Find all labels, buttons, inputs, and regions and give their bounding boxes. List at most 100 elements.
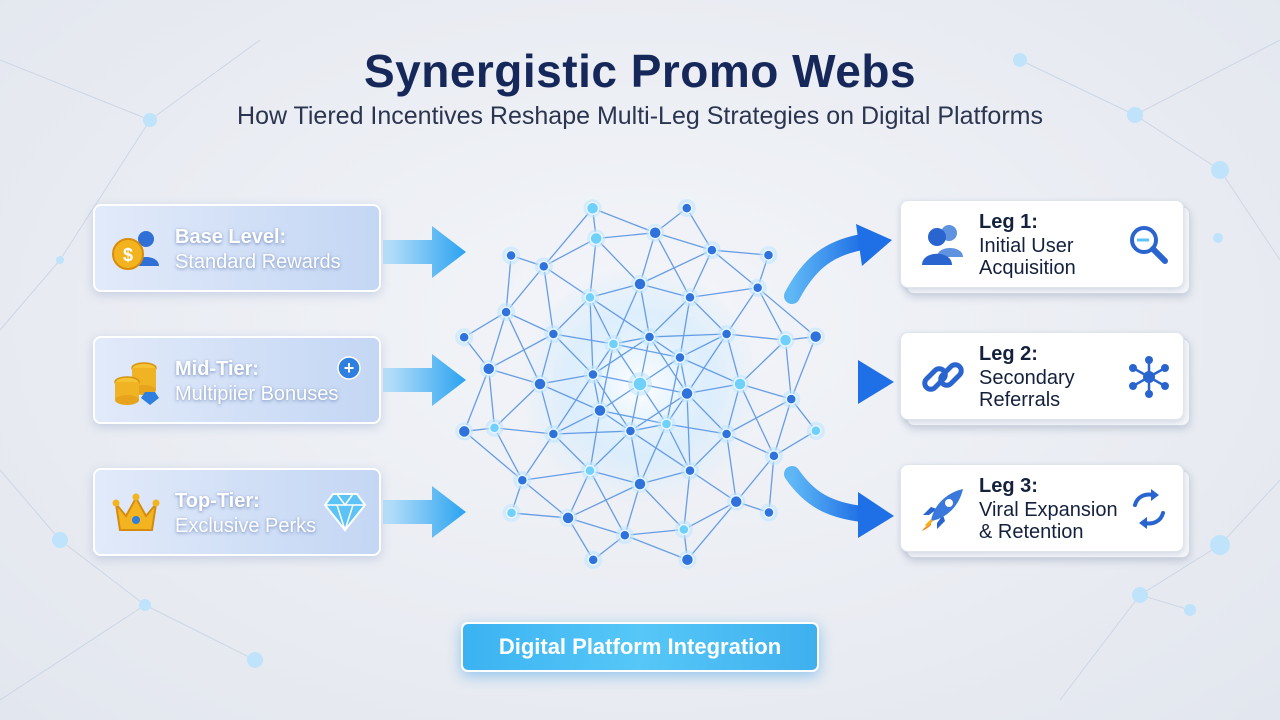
network-node	[547, 328, 560, 340]
network-link	[595, 238, 641, 285]
network-link	[649, 296, 691, 338]
page-title: Synergistic Promo Webs	[363, 45, 917, 97]
leg-card-3: Leg 3: Viral Expansion& Retention	[900, 464, 1184, 552]
network-node	[720, 428, 733, 440]
leg-text-line2: Referrals	[979, 389, 1061, 411]
coin-user-icon: $	[112, 231, 159, 270]
network-node	[648, 226, 662, 240]
network-link	[488, 368, 496, 428]
input-arrow-1	[383, 226, 466, 278]
network-link	[505, 265, 545, 313]
diamond-icon	[323, 493, 367, 532]
tier-text: Multipiier Bonuses	[175, 383, 339, 405]
network-link	[553, 430, 631, 435]
network-link	[639, 423, 668, 485]
network-node	[684, 464, 696, 477]
network-link	[511, 512, 569, 519]
leg-text-line1: Initial User	[979, 235, 1074, 257]
network-link	[589, 296, 650, 338]
network-node	[684, 291, 696, 304]
network-link	[739, 383, 775, 457]
output-arrows	[740, 224, 894, 538]
network-node	[633, 477, 647, 491]
leg-text-line1: Secondary	[979, 367, 1075, 389]
network-link	[505, 255, 512, 313]
network-node	[674, 351, 686, 364]
network-link	[679, 356, 741, 385]
network-node	[681, 202, 693, 214]
network-link	[726, 287, 759, 335]
network-node	[624, 425, 637, 437]
network-link	[768, 455, 775, 513]
leg-heading: Leg 2:	[979, 343, 1038, 365]
network-link	[521, 433, 554, 481]
network-node	[500, 306, 512, 318]
network-node	[720, 328, 733, 340]
network-link	[686, 393, 728, 435]
crown-icon	[112, 493, 160, 531]
network-link	[711, 249, 769, 256]
network-link	[589, 470, 626, 536]
network-node	[680, 552, 695, 567]
network-link	[773, 398, 792, 457]
network-link	[543, 237, 597, 267]
network-link	[543, 207, 594, 267]
network-link	[589, 410, 601, 471]
network-link	[521, 479, 569, 519]
network-link	[589, 238, 597, 298]
network-link	[666, 423, 727, 435]
network-node	[505, 507, 518, 519]
network-link	[539, 383, 601, 412]
tier-text: Exclusive Perks	[175, 515, 317, 537]
tier-heading: Base Level:	[175, 226, 287, 248]
network-node	[762, 249, 775, 261]
refresh-icon	[1133, 489, 1165, 529]
network-node	[632, 376, 648, 392]
network-link	[735, 455, 775, 503]
network-link	[543, 265, 591, 298]
network-link	[624, 528, 684, 536]
network-node	[488, 422, 501, 434]
network-link	[683, 501, 737, 531]
input-arrow-3	[383, 486, 466, 538]
network-link	[613, 343, 681, 359]
magnifier-icon	[1130, 226, 1168, 264]
network-link	[494, 427, 554, 435]
users-icon	[922, 225, 963, 265]
network-node	[538, 260, 550, 273]
network-link	[592, 336, 650, 376]
network-link	[648, 336, 688, 394]
network-node	[729, 494, 743, 509]
network-node	[808, 329, 823, 344]
network-node	[593, 403, 607, 418]
network-link	[757, 287, 817, 338]
network-link	[493, 427, 523, 481]
network-link	[589, 430, 631, 472]
network-link	[649, 333, 727, 338]
network-link	[726, 333, 786, 341]
network-link	[679, 297, 691, 358]
network-link	[592, 374, 632, 432]
svg-text:+: +	[344, 358, 355, 378]
network-link	[494, 383, 541, 429]
network-link	[689, 470, 737, 503]
network-link	[624, 534, 688, 561]
output-arrow-3	[784, 466, 870, 522]
network-link	[665, 357, 681, 425]
network-node	[706, 244, 718, 256]
network-node	[768, 450, 780, 462]
leg-text: Viral Expansion& Retention	[979, 499, 1139, 543]
network-node	[587, 368, 599, 381]
network-link	[589, 297, 594, 375]
network-link	[488, 311, 507, 370]
network-link	[683, 470, 691, 530]
network-link	[567, 483, 641, 519]
network-link	[567, 517, 626, 536]
network-node	[643, 331, 656, 343]
platform-integration-label: Digital Platform Integration	[461, 622, 819, 672]
network-link	[630, 392, 688, 432]
